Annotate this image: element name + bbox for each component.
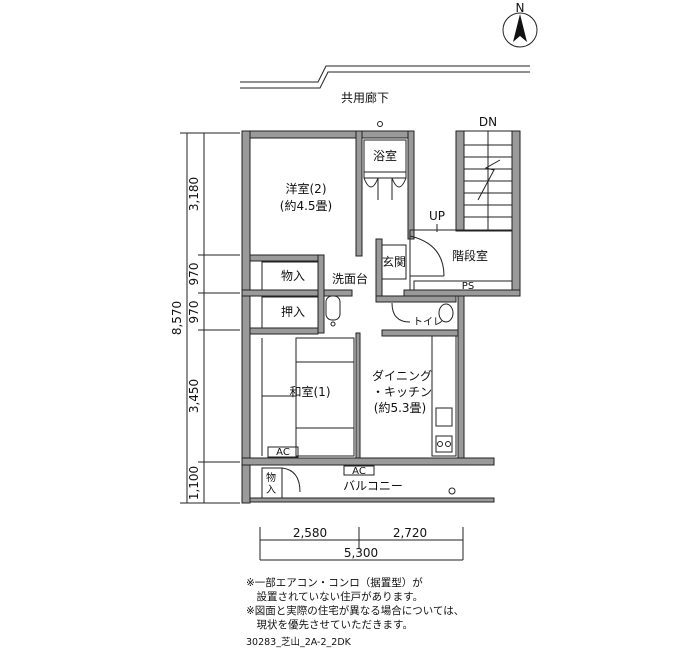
horizontal-dimensions: 2,580 2,720 5,300 <box>259 526 464 561</box>
dining-line1: ダイニング <box>372 368 432 383</box>
dim-horizontal-total: 5,300 <box>344 546 378 560</box>
corridor-edge <box>240 65 530 89</box>
stair-room-label: 階段室 <box>452 248 488 263</box>
balcony-storage-line1: 物 <box>266 471 276 484</box>
storage-1-label: 物入 <box>281 269 305 283</box>
room-western: 洋室(2) (約4.5畳) <box>280 181 332 213</box>
dim-horizontal-0: 2,580 <box>293 526 327 540</box>
plan-code: 30283_芝山_2A-2_2DK <box>246 637 351 648</box>
note-line: 設置されていない住戸があります。 <box>246 591 424 603</box>
washbasin-label: 洗面台 <box>332 271 368 286</box>
dim-vertical-2: 970 <box>187 301 201 324</box>
dim-horizontal-1: 2,720 <box>393 526 427 540</box>
entrance-label: 玄関 <box>382 254 406 269</box>
ps-label: PS <box>462 281 474 292</box>
dim-vertical-4: 1,100 <box>187 466 201 500</box>
stair-dn-label: DN <box>479 115 497 129</box>
dim-vertical-0: 3,180 <box>187 177 201 211</box>
closet-box <box>261 296 319 329</box>
ac-1-label: AC <box>276 447 290 458</box>
dim-vertical-1: 970 <box>187 263 201 286</box>
vertical-dimensions: 8,570 3,180 970 970 3,450 1,100 <box>170 132 240 504</box>
ac-2-label: AC <box>352 466 366 477</box>
dim-vertical-total: 8,570 <box>170 301 184 335</box>
balcony-label: バルコニー <box>343 479 403 493</box>
japanese-room-label: 和室(1) <box>290 384 331 399</box>
balcony: AC バルコニー 物 入 <box>261 465 456 499</box>
north-compass-icon: N <box>502 1 538 48</box>
notes: ※一部エアコン・コンロ（据置型）が 設置されていない住戸があります。 ※図面と実… <box>246 576 686 632</box>
compass-label: N <box>516 1 525 15</box>
note-line: ※一部エアコン・コンロ（据置型）が <box>246 577 423 589</box>
western-room-size: (約4.5畳) <box>280 198 332 213</box>
staircase: DN UP 階段室 PS <box>409 115 513 292</box>
washbasin-area: 洗面台 <box>325 271 368 327</box>
western-room-name: 洋室(2) <box>286 181 327 196</box>
room-japanese: 和室(1) AC <box>261 337 355 458</box>
room-bath: 浴室 <box>363 121 407 200</box>
toilet-label: トイレ <box>413 317 443 328</box>
toilet: トイレ <box>391 302 454 328</box>
entrance: 玄関 <box>381 235 445 280</box>
room-dining-kitchen: ダイニング ・キッチン (約5.3畳) <box>372 335 457 457</box>
balcony-storage-line2: 入 <box>266 485 276 496</box>
bath-label: 浴室 <box>373 148 397 163</box>
dining-line2: ・キッチン <box>372 385 432 399</box>
closet-label: 押入 <box>281 305 305 319</box>
stair-up-label: UP <box>429 209 445 223</box>
dining-line3: (約5.3畳) <box>374 400 426 415</box>
note-line: 現状を優先させていただきます。 <box>246 619 413 631</box>
storage-1-box <box>261 261 319 291</box>
note-line: ※図面と実際の住宅が異なる場合については、 <box>246 605 465 617</box>
dim-vertical-3: 3,450 <box>187 379 201 413</box>
corridor-label: 共用廊下 <box>341 90 389 105</box>
